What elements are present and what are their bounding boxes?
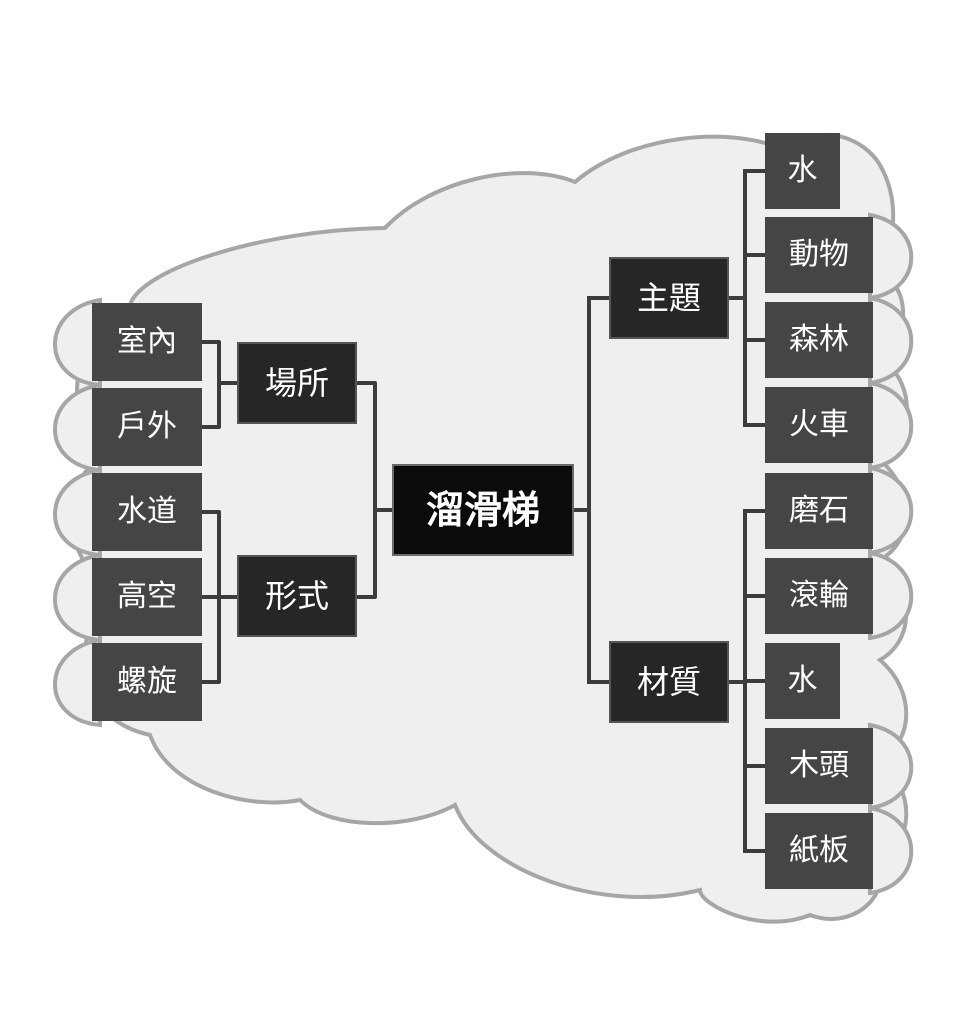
leaf-node[interactable]: 火車 bbox=[765, 387, 873, 463]
cloud-bulge-left-5 bbox=[53, 637, 102, 728]
cloud-bulge-right-2 bbox=[868, 295, 914, 386]
cloud-bulge-group bbox=[53, 212, 914, 896]
leaf-node[interactable]: 戶外 bbox=[92, 388, 202, 466]
cloud-bulge-right-4 bbox=[868, 465, 914, 556]
leaf-node[interactable]: 木頭 bbox=[765, 728, 873, 804]
edge-root-to-left-branches bbox=[355, 381, 394, 599]
leaf-node[interactable]: 水 bbox=[765, 643, 840, 719]
edge-location-to-leaves bbox=[200, 340, 239, 429]
root-node[interactable]: 溜滑梯 bbox=[392, 464, 574, 556]
cloud-bulge-left-1 bbox=[53, 297, 102, 388]
cloud-bulge-right-1 bbox=[868, 212, 914, 301]
leaf-node[interactable]: 水 bbox=[765, 133, 840, 209]
cloud-bulge-right-5 bbox=[868, 550, 914, 641]
cloud-bulge-left-4 bbox=[53, 552, 102, 643]
branch-node-form[interactable]: 形式 bbox=[237, 555, 357, 637]
leaf-node[interactable]: 水道 bbox=[92, 473, 202, 551]
edge-theme-to-leaves bbox=[727, 169, 767, 427]
leaf-node[interactable]: 動物 bbox=[765, 217, 873, 293]
leaf-node[interactable]: 高空 bbox=[92, 558, 202, 636]
branch-node-theme[interactable]: 主題 bbox=[609, 257, 729, 339]
cloud-bulge-right-6 bbox=[868, 722, 914, 811]
leaf-node[interactable]: 磨石 bbox=[765, 473, 873, 549]
leaf-node[interactable]: 森林 bbox=[765, 302, 873, 378]
leaf-node[interactable]: 室內 bbox=[92, 303, 202, 381]
leaf-node[interactable]: 滾輪 bbox=[765, 558, 873, 634]
edge-form-to-leaves bbox=[200, 510, 239, 684]
edge-root-to-right-branches bbox=[572, 296, 611, 684]
leaf-node[interactable]: 紙板 bbox=[765, 813, 873, 889]
leaf-node[interactable]: 螺旋 bbox=[92, 643, 202, 721]
branch-node-location[interactable]: 場所 bbox=[237, 342, 357, 424]
branch-node-material[interactable]: 材質 bbox=[609, 641, 729, 723]
cloud-bulge-left-2 bbox=[53, 382, 102, 473]
cloud-bulge-right-7 bbox=[868, 805, 914, 896]
cloud-bulge-right-3 bbox=[868, 380, 914, 471]
cloud-bulge-left-3 bbox=[53, 467, 102, 558]
edge-material-to-leaves bbox=[727, 509, 767, 853]
